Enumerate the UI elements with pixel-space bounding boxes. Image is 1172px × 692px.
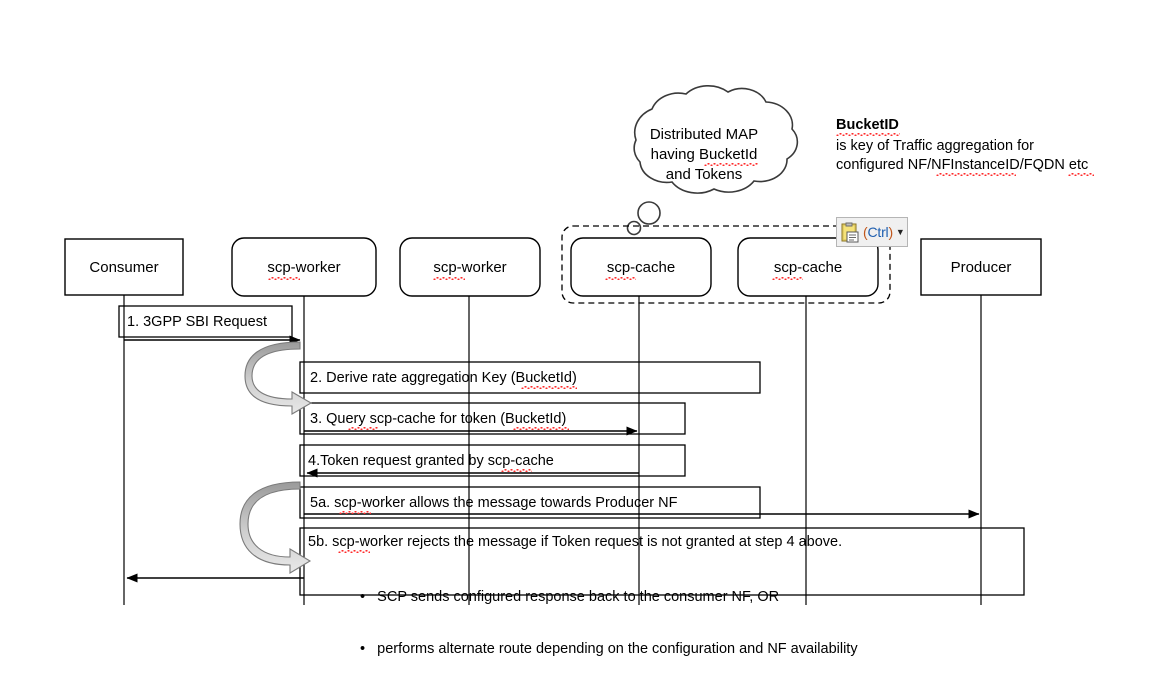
message-label-step5a: 5a. scp-worker allows the message toward… bbox=[310, 495, 678, 511]
spellcheck-underline bbox=[605, 277, 636, 280]
message-box-step4 bbox=[299, 444, 686, 477]
message-box-step1 bbox=[118, 305, 293, 338]
diagram-vector-layer bbox=[64, 84, 1042, 605]
chevron-down-icon[interactable]: ▼ bbox=[895, 227, 905, 237]
spellcheck-underline bbox=[338, 550, 370, 553]
thought-cloud bbox=[626, 84, 799, 236]
spellcheck-underline bbox=[836, 133, 900, 136]
lifeline-box-scp-cache-1 bbox=[570, 237, 712, 297]
bullet-item: • SCP sends configured response back to … bbox=[360, 589, 780, 606]
paste-options-popup[interactable]: (Ctrl) ▼ bbox=[836, 217, 908, 247]
diagram-canvas: Consumer scp-worker scp-worker scp-cache… bbox=[64, 84, 1094, 657]
message-box-step3 bbox=[299, 402, 686, 435]
spellcheck-underline bbox=[772, 277, 803, 280]
message-box-step2 bbox=[299, 361, 761, 394]
cloud-text-line2: having BucketId bbox=[650, 146, 758, 163]
lifeline-boxes bbox=[64, 237, 1042, 297]
spellcheck-underline bbox=[704, 163, 758, 166]
message-label-step3: 3. Query scp-cache for token (BucketId) bbox=[310, 411, 567, 427]
lifeline-box-scp-worker-2 bbox=[399, 237, 541, 297]
lifeline-box-scp-cache-2 bbox=[737, 237, 879, 297]
annotation-title: BucketID bbox=[836, 117, 899, 133]
self-loop-arrow-step2 bbox=[244, 341, 313, 415]
lifeline-label-consumer: Consumer bbox=[89, 259, 159, 276]
spellcheck-underline bbox=[521, 386, 577, 389]
message-label-step5b: 5b. scp-worker rejects the message if To… bbox=[308, 534, 843, 550]
spellcheck-underline bbox=[1068, 173, 1094, 176]
message-arrows bbox=[124, 335, 980, 583]
message-bullets-step5b: • SCP sends configured response back to … bbox=[360, 555, 858, 692]
self-loop-arrow-step5b bbox=[239, 481, 312, 574]
annotation-line2: configured NF/NFInstanceID/FQDN etc bbox=[836, 157, 1089, 173]
spellcheck-underline bbox=[936, 173, 1016, 176]
scp-cache-group-boundary bbox=[561, 225, 891, 304]
spellcheck-underline bbox=[348, 427, 378, 430]
message-label-step4: 4.Token request granted by scp-cache bbox=[308, 453, 554, 469]
lifeline-label-scp-cache-1: scp-cache bbox=[606, 259, 676, 276]
bullet-item: • performs alternate route depending on … bbox=[360, 640, 858, 657]
lifeline-label-producer: Producer bbox=[950, 259, 1012, 276]
cloud-text-line1: Distributed MAP bbox=[649, 126, 759, 143]
message-label-step2: 2. Derive rate aggregation Key (BucketId… bbox=[310, 370, 577, 386]
message-box-step5a bbox=[299, 486, 761, 519]
lifeline-box-producer bbox=[920, 238, 1042, 296]
message-label-step1: 1. 3GPP SBI Request bbox=[127, 314, 267, 330]
spellcheck-underline bbox=[433, 277, 465, 280]
spellcheck-underline bbox=[339, 511, 371, 514]
lifeline-label-scp-worker-1: scp-worker bbox=[267, 259, 341, 276]
spellcheck-underline bbox=[501, 469, 532, 472]
lifelines bbox=[123, 295, 982, 605]
spellcheck-underline bbox=[513, 427, 569, 430]
spellcheck-underline bbox=[268, 277, 300, 280]
clipboard-icon bbox=[841, 222, 859, 243]
cloud-text-line3: and Tokens bbox=[665, 166, 743, 183]
paste-options-label: (Ctrl) bbox=[863, 224, 893, 240]
lifeline-label-scp-worker-2: scp-worker bbox=[433, 259, 507, 276]
annotation-line1: is key of Traffic aggregation for bbox=[836, 138, 1035, 154]
lifeline-label-scp-cache-2: scp-cache bbox=[773, 259, 843, 276]
